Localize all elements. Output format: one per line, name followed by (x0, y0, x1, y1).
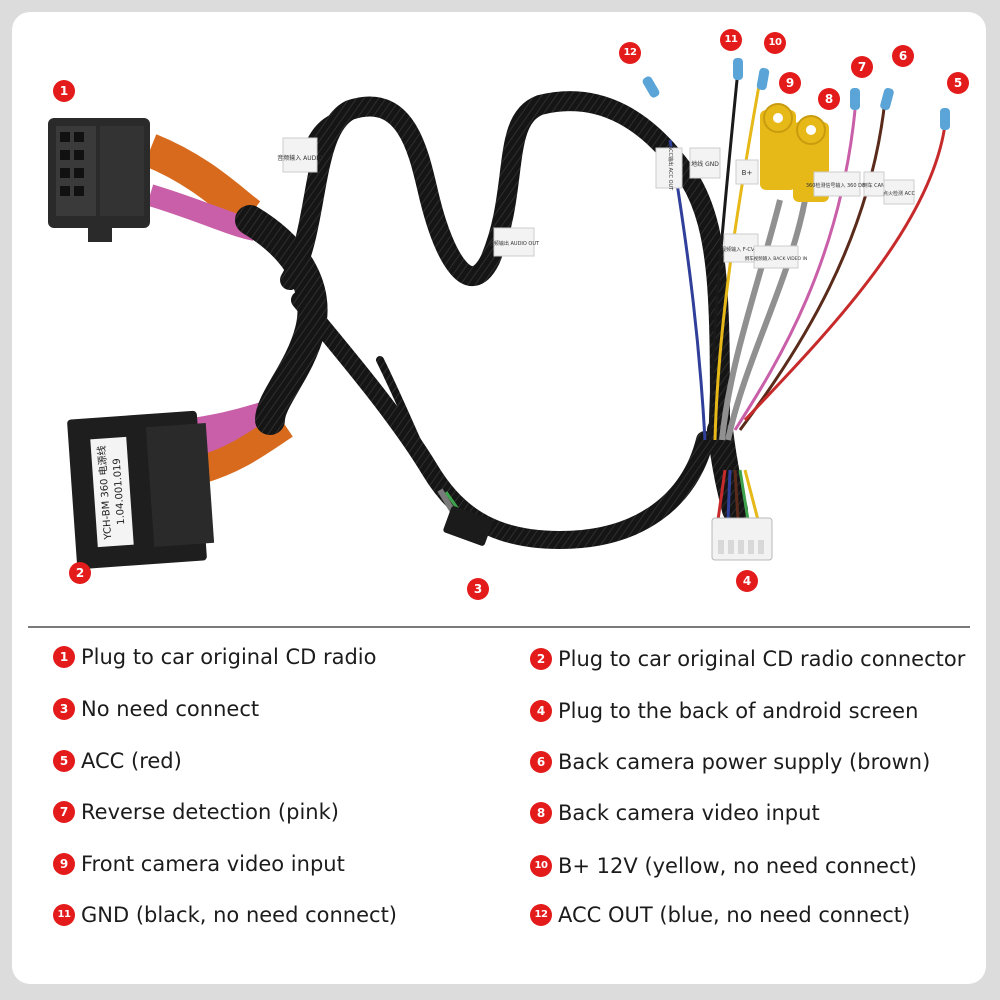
tag-back-video: 倒车视频输入 BACK VIDEO IN (745, 255, 807, 262)
legend-marker-2: 2 (530, 648, 552, 670)
marker-6: 6 (892, 45, 914, 67)
legend-marker-4: 4 (530, 700, 552, 722)
legend-text-8: Back camera video input (558, 801, 820, 825)
legend-marker-1: 1 (53, 646, 75, 668)
legend-item-4: 4 Plug to the back of android screen (530, 696, 918, 726)
tag-acc-out: ACC输出 ACC OUT (667, 146, 674, 191)
legend-marker-12: 12 (530, 904, 552, 926)
marker-11: 11 (720, 29, 742, 51)
tag-gnd: 地线 GND (691, 160, 719, 168)
legend-marker-6: 6 (530, 751, 552, 773)
connector-label-line2: 1.04.001.019 (112, 458, 128, 525)
legend-text-2: Plug to car original CD radio connector (558, 647, 966, 671)
marker-7: 7 (851, 56, 873, 78)
tag-cvbs: 视频输入 F-CVBS (721, 246, 761, 253)
legend-text-12: ACC OUT (blue, no need connect) (558, 903, 911, 927)
legend-text-3: No need connect (81, 697, 260, 721)
legend-item-7: 7 Reverse detection (pink) (53, 797, 339, 827)
legend-marker-5: 5 (53, 750, 75, 772)
tag-cam: 倒车 CAM (863, 182, 886, 189)
tag-360-det: 360检测信号输入 360 DET (806, 182, 869, 189)
marker-8: 8 (818, 88, 840, 110)
wire-tips (642, 58, 950, 130)
tag-acc: 点火检测 ACC (883, 190, 915, 197)
legend-text-1: Plug to car original CD radio (81, 645, 377, 669)
legend-text-5: ACC (red) (81, 749, 182, 773)
marker-1: 1 (53, 80, 75, 102)
legend-item-12: 12 ACC OUT (blue, no need connect) (530, 900, 910, 930)
connector-1 (48, 118, 261, 242)
divider (28, 626, 970, 628)
legend-text-11: GND (black, no need connect) (81, 903, 398, 927)
legend-item-5: 5 ACC (red) (53, 746, 182, 776)
tag-audio: 音频输入 AUDIO (277, 154, 323, 162)
legend-item-10: 10 B+ 12V (yellow, no need connect) (530, 851, 917, 881)
legend-item-6: 6 Back camera power supply (brown) (530, 747, 930, 777)
legend-item-8: 8 Back camera video input (530, 798, 820, 828)
marker-10: 10 (764, 32, 786, 54)
marker-4: 4 (736, 570, 758, 592)
legend-marker-8: 8 (530, 802, 552, 824)
legend-marker-10: 10 (530, 855, 552, 877)
rca-connectors (760, 103, 829, 202)
legend-item-3: 3 No need connect (53, 694, 259, 724)
marker-2: 2 (69, 562, 91, 584)
marker-12: 12 (619, 42, 641, 64)
legend-item-2: 2 Plug to car original CD radio connecto… (530, 644, 965, 674)
legend-marker-3: 3 (53, 698, 75, 720)
legend-item-1: 1 Plug to car original CD radio (53, 642, 377, 672)
wire-tags: 音频输入 AUDIO 音频输出 AUDIO OUT ACC输出 ACC OUT … (277, 137, 915, 269)
legend-text-4: Plug to the back of android screen (558, 699, 919, 723)
legend-item-11: 11 GND (black, no need connect) (53, 900, 397, 930)
harness-diagram: YCH-BM 360 电源线 1.04.001.019 (48, 58, 950, 570)
tag-audio-out: 音频输出 AUDIO OUT (489, 240, 540, 247)
marker-9: 9 (779, 72, 801, 94)
legend-text-9: Front camera video input (81, 852, 345, 876)
tag-b-plus: B+ (742, 169, 753, 177)
legend-text-6: Back camera power supply (brown) (558, 750, 931, 774)
connector-2: YCH-BM 360 电源线 1.04.001.019 (67, 400, 293, 570)
legend-marker-11: 11 (53, 904, 75, 926)
marker-3: 3 (467, 578, 489, 600)
connector-3 (437, 488, 493, 546)
legend-item-9: 9 Front camera video input (53, 849, 345, 879)
legend-marker-9: 9 (53, 853, 75, 875)
legend-marker-7: 7 (53, 801, 75, 823)
connector-4 (711, 469, 773, 561)
legend-text-10: B+ 12V (yellow, no need connect) (558, 854, 917, 878)
marker-5: 5 (947, 72, 969, 94)
legend-text-7: Reverse detection (pink) (81, 800, 339, 824)
